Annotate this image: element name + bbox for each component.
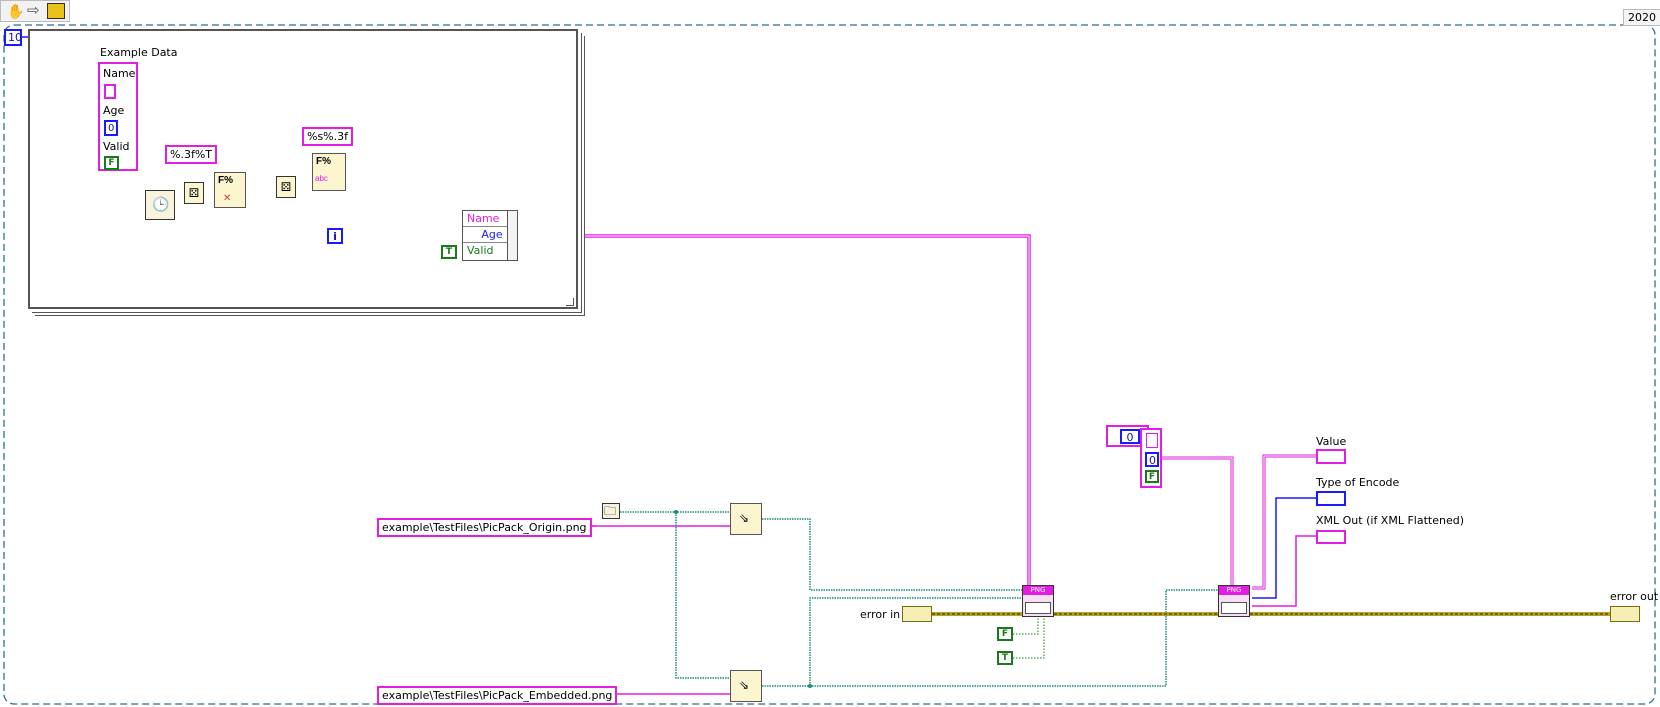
xml-out-indicator[interactable] [1316,530,1346,544]
array-element-cluster[interactable]: 0 F [1140,428,1162,488]
cluster-field-valid-value[interactable]: F [104,156,119,170]
diagram-frame [3,24,1656,705]
value-indicator-label: Value [1316,435,1347,448]
cluster-field-age-label: Age [103,104,125,117]
format-datetime-node[interactable]: F% ✕ [214,172,246,208]
cluster-label: Example Data [100,46,178,59]
png-decode-image-icon [1221,602,1247,614]
wire-folder-split [675,512,730,679]
random-number-node[interactable]: ⚄ [184,182,204,204]
array-element-number[interactable]: 0 [1145,452,1159,467]
embedded-path-constant[interactable]: example\TestFiles\PicPack_Embedded.png [377,686,618,705]
iteration-terminal[interactable]: i [327,228,343,244]
bundle-field-age[interactable]: Age [463,227,517,243]
png-encode-node[interactable]: PNG [1022,585,1054,617]
cluster-field-valid-label: Valid [103,140,130,153]
clock-icon: 🕒 [152,196,170,212]
abc-icon: abc [315,174,328,183]
error-out-label: error out [1610,590,1659,603]
wire-embedded-built [762,589,1218,687]
array-element-string[interactable] [1146,433,1158,448]
array-index[interactable]: 0 [1120,429,1140,444]
bool-false-constant[interactable]: F [997,627,1013,641]
toolbar: ✋ ⇨ [0,0,70,22]
labview-vi-icon[interactable] [47,3,65,19]
wire-data-out [518,234,1031,588]
cluster-field-name-value[interactable] [104,84,116,99]
xml-out-label: XML Out (if XML Flattened) [1316,514,1464,527]
array-element-bool[interactable]: F [1145,470,1159,483]
dice-icon: ⚄ [188,186,200,200]
folder-icon: 🗀 [604,504,617,518]
error-in-terminal[interactable] [902,606,932,622]
cluster-field-name-label: Name [103,67,136,80]
cluster-constant[interactable]: Name Age 0 Valid F [98,62,138,171]
error-out-indicator[interactable] [1610,606,1640,622]
wire-data-inner [518,235,1030,588]
build-path-icon: ⇘ [739,511,750,525]
wire-xml-out [1252,535,1316,607]
get-datetime-node[interactable]: 🕒 [145,190,175,220]
arrow-right-icon[interactable]: ⇨ [27,2,40,19]
wire-bool-f [1013,618,1039,635]
bundle-field-valid[interactable]: Valid [467,244,494,257]
type-of-encode-indicator[interactable] [1316,491,1346,506]
png-encode-image-icon [1025,602,1051,614]
wire-value-out [1252,454,1316,590]
time-format-constant[interactable]: %.3f%T [165,145,217,164]
bundle-handle[interactable] [507,211,517,260]
loop-count-constant[interactable]: 10 [4,29,22,46]
png-decode-node[interactable]: PNG [1218,585,1250,617]
build-path-node-embedded[interactable]: ⇘ [730,670,762,702]
array-constant[interactable]: 0 [1106,425,1149,447]
png-encode-label: PNG [1023,586,1053,595]
cluster-field-age-value[interactable]: 0 [104,120,118,136]
loop-corner-icon [566,298,574,306]
hand-icon[interactable]: ✋ [7,3,25,19]
type-of-encode-label: Type of Encode [1316,476,1400,489]
origin-path-constant[interactable]: example\TestFiles\PicPack_Origin.png [377,518,592,537]
build-path-icon-2: ⇘ [739,678,750,692]
dice-icon-2: ⚄ [280,180,292,194]
format-icon: F% [218,175,233,186]
format-string-icon: F% [316,156,331,167]
version-label: 2020 [1623,9,1660,26]
random-number-node-2[interactable]: ⚄ [276,176,296,198]
folder-constant[interactable]: 🗀 [602,503,620,519]
error-in-label: error in [860,608,901,621]
wire-embedded-encode [809,597,1022,686]
wire-bool-t [1013,618,1045,659]
error-mark-icon: ✕ [223,193,232,204]
build-path-node-origin[interactable]: ⇘ [730,503,762,535]
format-into-string-node[interactable]: F% abc [312,153,346,191]
bool-true-constant[interactable]: T [997,651,1013,665]
png-decode-label: PNG [1219,586,1249,595]
bundle-field-name[interactable]: Name [463,211,517,227]
value-indicator[interactable] [1316,449,1346,464]
valid-true-constant[interactable]: T [441,245,457,259]
wire-type-out [1252,497,1316,599]
string-format-constant[interactable]: %s%.3f [302,127,354,146]
wire-origin-built [762,518,1022,591]
bundle-by-name-node[interactable]: Name Age Valid [462,210,518,261]
